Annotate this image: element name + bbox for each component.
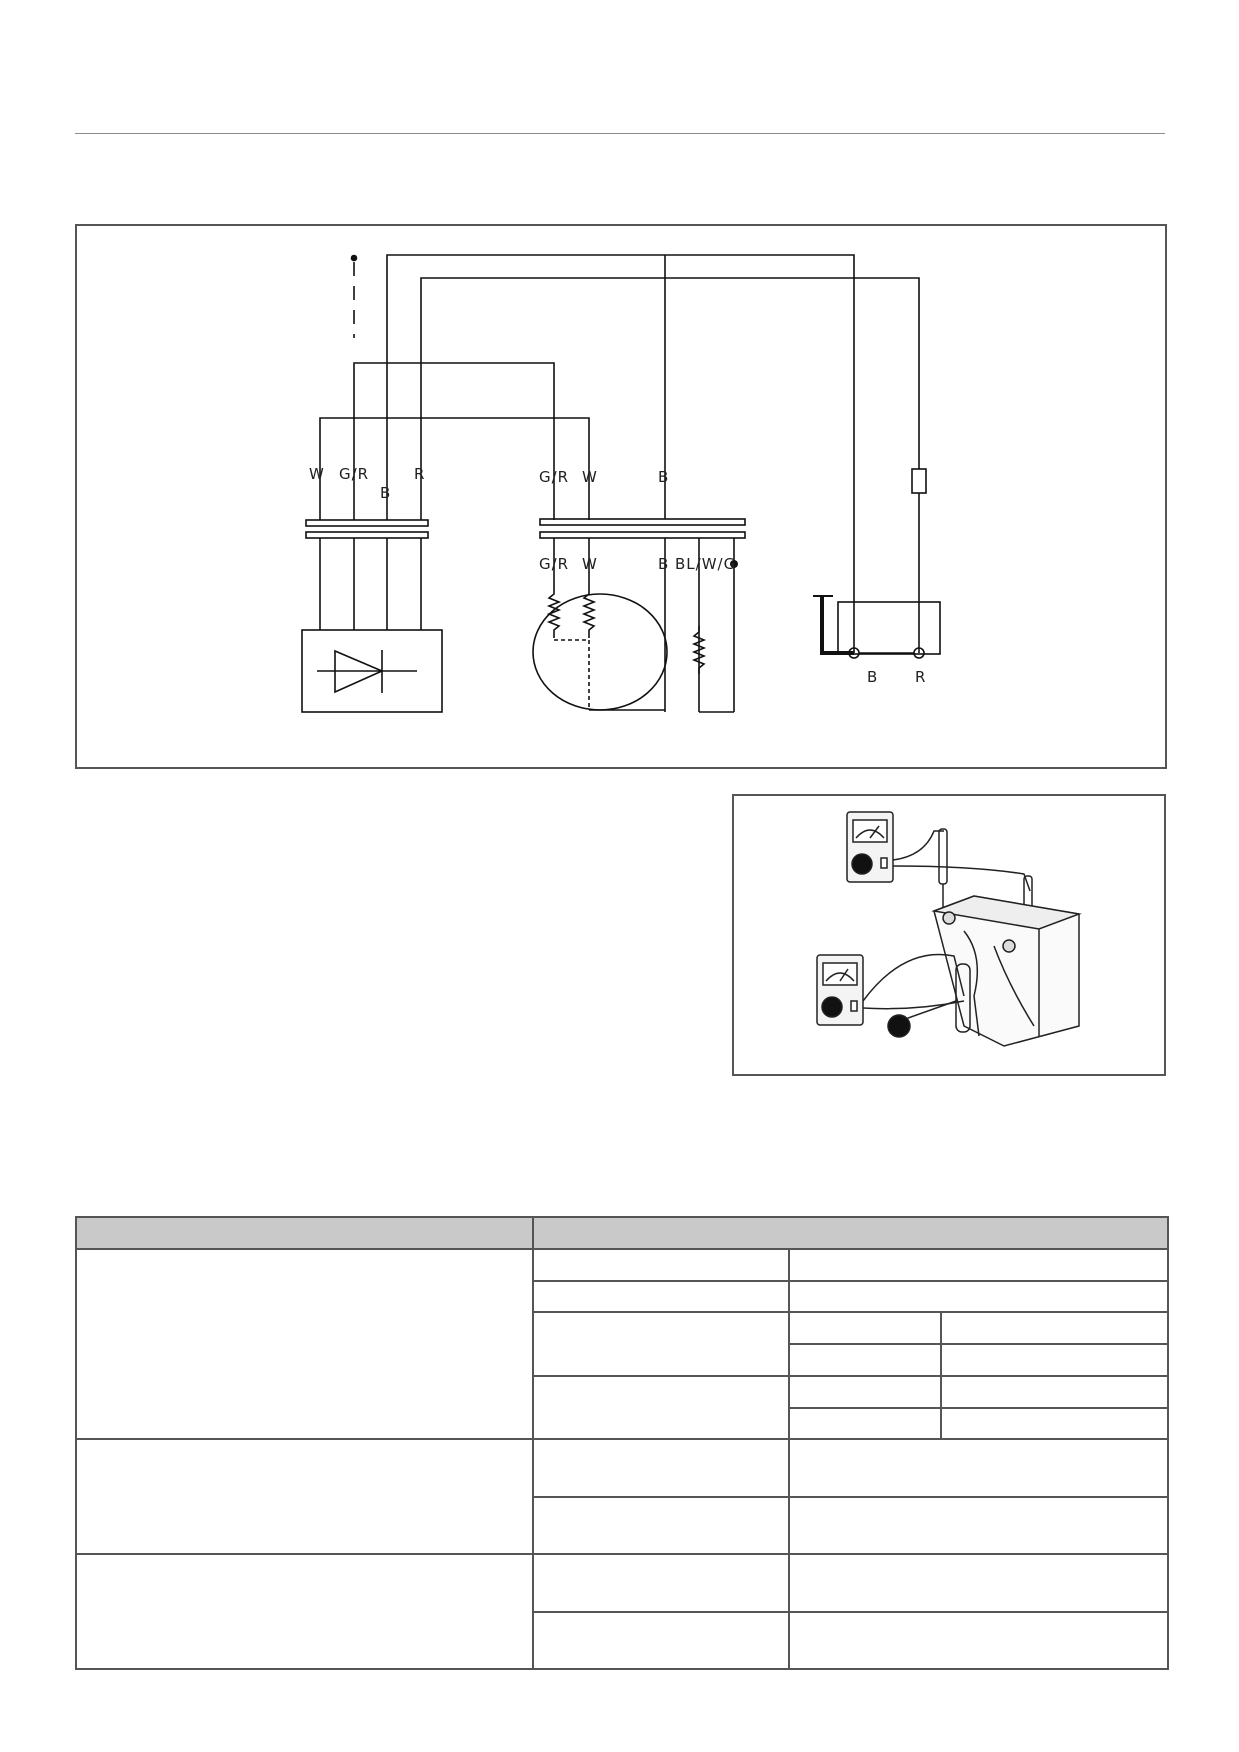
label-b-top-b: B xyxy=(658,468,669,486)
label-b-top-w: W xyxy=(582,468,598,486)
table-row-group-3-label xyxy=(75,1553,534,1670)
wire-r-main xyxy=(420,277,920,480)
label-b-bot-b: B xyxy=(658,555,669,573)
connector-b-bottom xyxy=(539,531,746,539)
label-a-b: B xyxy=(380,484,391,502)
voltmeter-bottom-icon xyxy=(816,954,864,1026)
regulator-rectifier-icon xyxy=(301,629,443,713)
ground-icon xyxy=(813,595,854,655)
battery-icon xyxy=(837,601,941,655)
table-cell xyxy=(532,1311,790,1377)
label-battery-b: B xyxy=(867,668,878,686)
table-header-cell-2 xyxy=(531,1216,1170,1250)
table-cell xyxy=(532,1610,790,1671)
table-cell xyxy=(787,1610,1170,1671)
table-row-group-2-label xyxy=(75,1438,534,1556)
wiring-diagram-panel: W G/R B R G/R W B G/R W B BL/W/G B R xyxy=(75,224,1167,769)
table-cell xyxy=(532,1374,790,1441)
table-cell xyxy=(939,1374,1170,1409)
callout-marker-icon xyxy=(887,1014,911,1038)
table-row-group-1-label xyxy=(75,1247,534,1441)
table-cell xyxy=(532,1553,790,1613)
probe-lead-1 xyxy=(892,830,944,861)
connector-a-bottom xyxy=(305,531,429,539)
table-cell xyxy=(788,1343,942,1377)
header-rule xyxy=(75,133,1165,134)
wiring-diagram: W G/R B R G/R W B G/R W B BL/W/G B R xyxy=(301,254,941,713)
ammeter-clamp-icon xyxy=(955,963,971,1033)
wire-w xyxy=(319,417,590,520)
table-cell xyxy=(532,1247,790,1282)
voltmeter-top-icon xyxy=(846,811,894,883)
label-battery-r: R xyxy=(915,668,926,686)
stator-coil-2-icon xyxy=(581,586,597,638)
table-cell xyxy=(787,1279,1170,1314)
connector-a-top xyxy=(305,519,429,527)
table-cell xyxy=(788,1406,942,1441)
table-cell xyxy=(939,1343,1170,1377)
lead-dot-icon xyxy=(350,254,358,262)
table-header-cell-1 xyxy=(75,1216,534,1250)
table-cell xyxy=(787,1553,1170,1613)
fuse-icon xyxy=(911,468,927,494)
stator-icon xyxy=(532,593,668,711)
connector-b-top xyxy=(539,518,746,526)
table-cell xyxy=(787,1247,1170,1282)
wire-b-main xyxy=(386,254,855,653)
specification-table xyxy=(75,1216,1170,1671)
table-cell xyxy=(939,1311,1170,1346)
table-cell xyxy=(532,1279,790,1314)
label-b-bot-blwg: BL/W/G xyxy=(675,555,736,573)
wire-gr xyxy=(353,362,555,520)
table-cell xyxy=(532,1438,790,1498)
label-b-top-gr: G/R xyxy=(539,468,569,486)
label-b-bot-w: W xyxy=(582,555,598,573)
probe-lead-3 xyxy=(862,953,965,1002)
table-cell xyxy=(532,1495,790,1556)
ground-connector-icon xyxy=(730,560,738,568)
table-cell xyxy=(787,1495,1170,1556)
probe-red-icon xyxy=(938,828,948,885)
measurement-illustration xyxy=(816,811,1082,1047)
table-cell xyxy=(788,1374,942,1409)
table-cell xyxy=(788,1311,942,1346)
diode-icon xyxy=(334,649,385,694)
probe-lead-2 xyxy=(892,865,1031,892)
label-a-r: R xyxy=(414,465,425,483)
label-a-w: W xyxy=(309,465,325,483)
label-b-bot-gr: G/R xyxy=(539,555,569,573)
table-cell xyxy=(787,1438,1170,1498)
label-a-gr: G/R xyxy=(339,465,369,483)
pickup-coil-icon xyxy=(691,626,707,674)
measurement-illustration-panel xyxy=(732,794,1166,1076)
table-cell xyxy=(939,1406,1170,1441)
stator-coil-1-icon xyxy=(546,586,562,638)
probe-lead-4 xyxy=(862,1000,965,1010)
